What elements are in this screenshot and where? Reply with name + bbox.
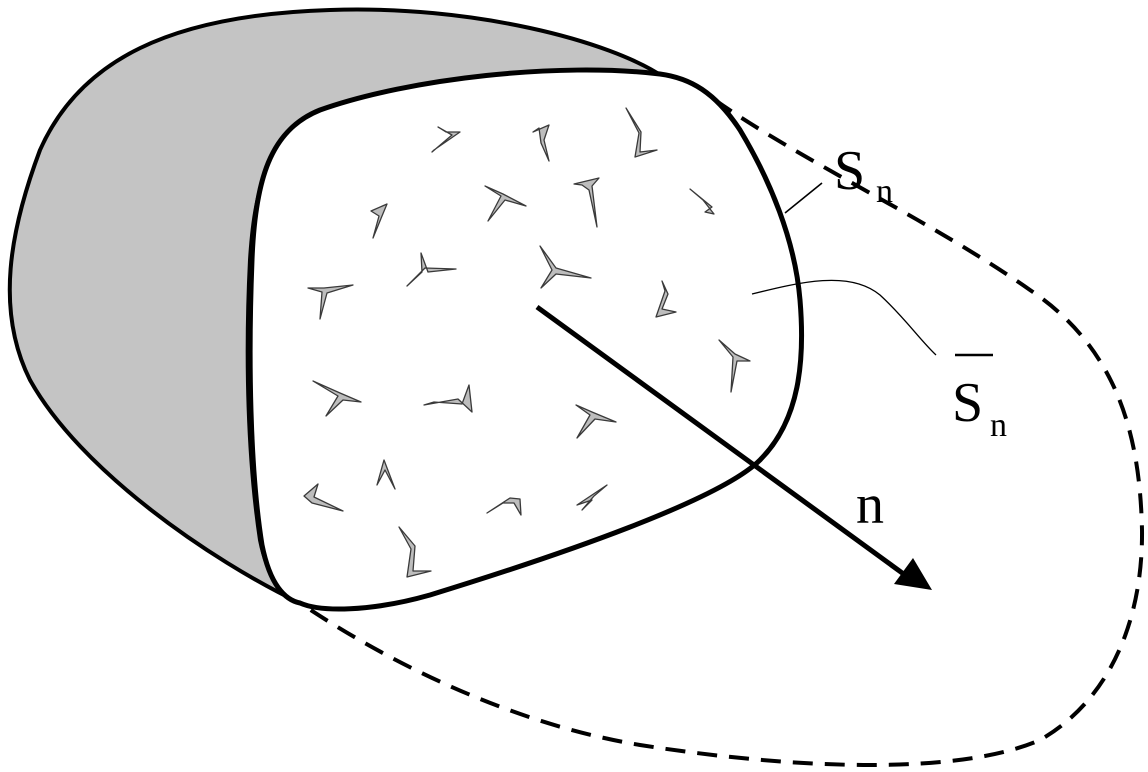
particle [376,459,396,490]
normal-arrow [535,304,932,590]
particle [303,483,344,512]
label-section-main: S [952,372,983,434]
particle [486,497,522,516]
particle [484,185,527,222]
label-boundary-main: S [834,140,865,202]
particle [532,124,550,162]
label-boundary-subscript: n [876,173,893,210]
particle [576,484,608,511]
dashed-boundary [298,98,1145,767]
particle [370,203,388,239]
particle [575,404,617,439]
particle [423,384,473,413]
leader-line-boundary [784,182,823,214]
particle [406,252,457,287]
particle [312,380,362,417]
particle [539,245,592,289]
particle [655,280,677,318]
label-normal: n [856,474,884,536]
particle [689,188,715,215]
particle [573,177,600,228]
label-section-subscript: n [990,407,1007,444]
particles [303,107,751,578]
particle [431,126,461,153]
particle [398,526,432,578]
particle [718,339,751,393]
particle [625,107,658,158]
leader-line-section [751,279,937,356]
particle [307,284,354,320]
normal-arrow-shaft [535,304,907,578]
normal-arrowhead [894,558,932,590]
